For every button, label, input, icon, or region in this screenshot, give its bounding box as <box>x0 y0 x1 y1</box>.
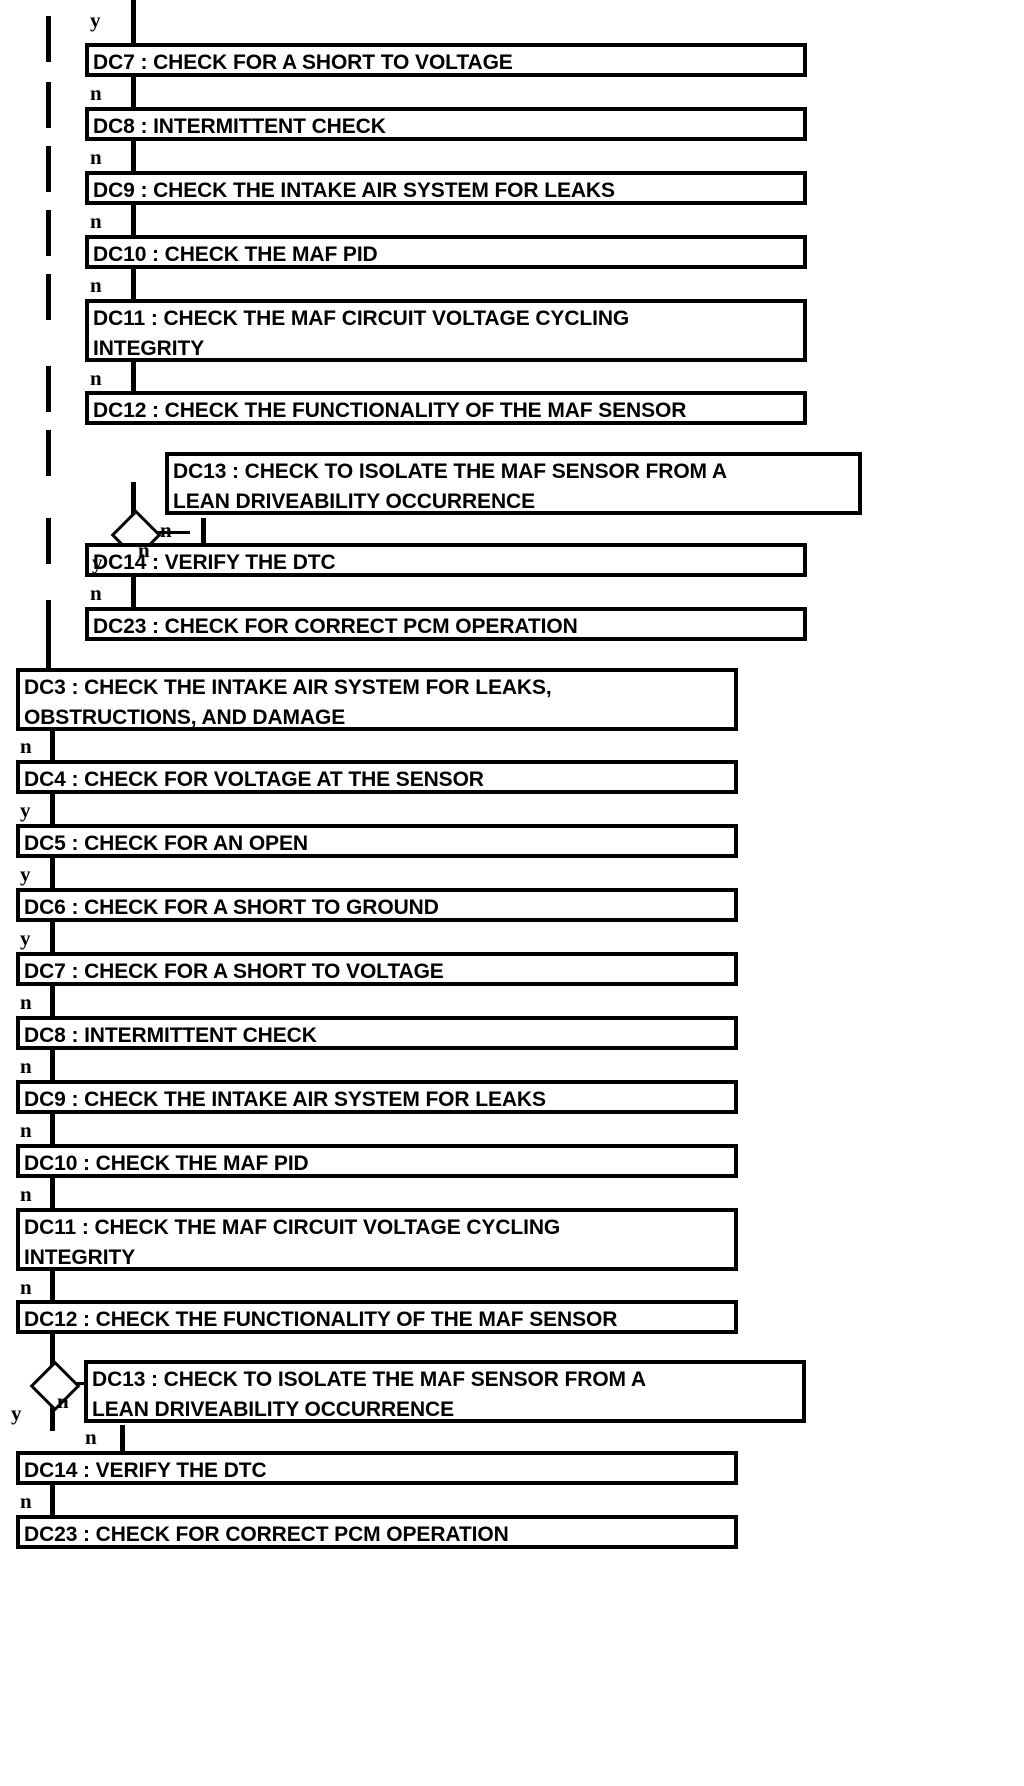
edge-label-n: n <box>20 1054 32 1078</box>
decision-diamond[interactable] <box>29 1360 81 1412</box>
process-node-dc5[interactable]: DC5 : CHECK FOR AN OPEN <box>16 824 738 858</box>
process-node-dc12[interactable]: DC12 : CHECK THE FUNCTIONALITY OF THE MA… <box>85 391 807 425</box>
process-node-dc23[interactable]: DC23 : CHECK FOR CORRECT PCM OPERATION <box>16 1515 738 1549</box>
trunk-dash-segment <box>46 518 51 564</box>
edge-label-n: n <box>160 518 172 542</box>
edge-label-n: n <box>85 1425 97 1449</box>
connector-dc5-dc6 <box>50 856 55 892</box>
edge-label-n: n <box>20 1489 32 1513</box>
process-node-dc9[interactable]: DC9 : CHECK THE INTAKE AIR SYSTEM FOR LE… <box>85 171 807 205</box>
edge-label-y: y <box>20 926 31 950</box>
edge-label-n: n <box>138 538 150 562</box>
connector-dc4-dc5 <box>50 792 55 828</box>
edge-label-y: y <box>92 550 103 574</box>
process-node-dc10[interactable]: DC10 : CHECK THE MAF PID <box>16 1144 738 1178</box>
process-node-dc13[interactable]: DC13 : CHECK TO ISOLATE THE MAF SENSOR F… <box>84 1360 806 1423</box>
edge-label-n: n <box>20 1275 32 1299</box>
edge-label-n: n <box>90 209 102 233</box>
trunk-dash-segment <box>46 82 51 128</box>
process-node-dc3[interactable]: DC3 : CHECK THE INTAKE AIR SYSTEM FOR LE… <box>16 668 738 731</box>
process-node-dc14[interactable]: DC14 : VERIFY THE DTC <box>16 1451 738 1485</box>
process-node-dc7[interactable]: DC7 : CHECK FOR A SHORT TO VOLTAGE <box>85 43 807 77</box>
connector-dc11-dc12 <box>50 1269 55 1303</box>
connector-trunk-to-dc3 <box>46 644 51 670</box>
connector-dc3-dc4 <box>50 728 55 764</box>
trunk-dash-segment <box>46 366 51 412</box>
edge-label-n: n <box>90 366 102 390</box>
process-node-dc11[interactable]: DC11 : CHECK THE MAF CIRCUIT VOLTAGE CYC… <box>16 1208 738 1271</box>
process-node-dc9[interactable]: DC9 : CHECK THE INTAKE AIR SYSTEM FOR LE… <box>16 1080 738 1114</box>
edge-label-n: n <box>90 273 102 297</box>
connector-dc9-dc10 <box>131 203 136 239</box>
process-node-dc6[interactable]: DC6 : CHECK FOR A SHORT TO GROUND <box>16 888 738 922</box>
connector-dc8-dc9 <box>50 1048 55 1084</box>
trunk-dash-segment <box>46 146 51 192</box>
process-node-dc8[interactable]: DC8 : INTERMITTENT CHECK <box>85 107 807 141</box>
edge-label-n: n <box>20 1182 32 1206</box>
connector-dc12-decision <box>131 482 136 518</box>
connector-dc11-dc12 <box>131 360 136 394</box>
connector-dc10-dc11 <box>50 1176 55 1212</box>
process-node-dc10[interactable]: DC10 : CHECK THE MAF PID <box>85 235 807 269</box>
trunk-dash-segment <box>46 16 51 62</box>
connector-dc12-decision <box>50 1333 55 1369</box>
process-node-dc12[interactable]: DC12 : CHECK THE FUNCTIONALITY OF THE MA… <box>16 1300 738 1334</box>
edge-label-n: n <box>20 734 32 758</box>
process-node-dc14[interactable]: DC14 : VERIFY THE DTC <box>85 543 807 577</box>
process-node-dc13[interactable]: DC13 : CHECK TO ISOLATE THE MAF SENSOR F… <box>165 452 862 515</box>
connector-dc7-dc8 <box>131 75 136 111</box>
process-node-dc7[interactable]: DC7 : CHECK FOR A SHORT TO VOLTAGE <box>16 952 738 986</box>
edge-label-y: y <box>20 798 31 822</box>
connector-dc8-dc9 <box>131 139 136 175</box>
connector-decision-yes <box>50 1397 55 1431</box>
edge-label-n: n <box>57 1389 69 1413</box>
connector-decision-no <box>146 531 190 534</box>
connector-dc10-dc11 <box>131 267 136 303</box>
edge-label-n: n <box>20 1118 32 1142</box>
connector-dc14-dc23 <box>131 575 136 611</box>
process-node-dc4[interactable]: DC4 : CHECK FOR VOLTAGE AT THE SENSOR <box>16 760 738 794</box>
trunk-dash-segment <box>46 274 51 320</box>
edge-label-n: n <box>90 581 102 605</box>
trunk-dash-segment <box>46 600 51 646</box>
trunk-dash-segment <box>46 210 51 256</box>
process-node-dc11[interactable]: DC11 : CHECK THE MAF CIRCUIT VOLTAGE CYC… <box>85 299 807 362</box>
connector-dc9-dc10 <box>50 1112 55 1148</box>
edge-label-n: n <box>90 145 102 169</box>
process-node-dc23[interactable]: DC23 : CHECK FOR CORRECT PCM OPERATION <box>85 607 807 641</box>
edge-label-y: y <box>20 862 31 886</box>
connector-dc14-dc23 <box>50 1483 55 1519</box>
connector-dc13-dc14 <box>120 1425 125 1451</box>
edge-label-y: y <box>11 1401 22 1425</box>
process-node-dc8[interactable]: DC8 : INTERMITTENT CHECK <box>16 1016 738 1050</box>
connector-dc6-dc7 <box>50 920 55 956</box>
connector-upper-in <box>131 0 136 46</box>
edge-label-n: n <box>90 81 102 105</box>
connector-dc7-dc8 <box>50 984 55 1020</box>
trunk-dash-segment <box>46 430 51 476</box>
edge-label-n: n <box>20 990 32 1014</box>
edge-label-y: y <box>90 8 101 32</box>
connector-dc13-dc14 <box>201 518 206 546</box>
